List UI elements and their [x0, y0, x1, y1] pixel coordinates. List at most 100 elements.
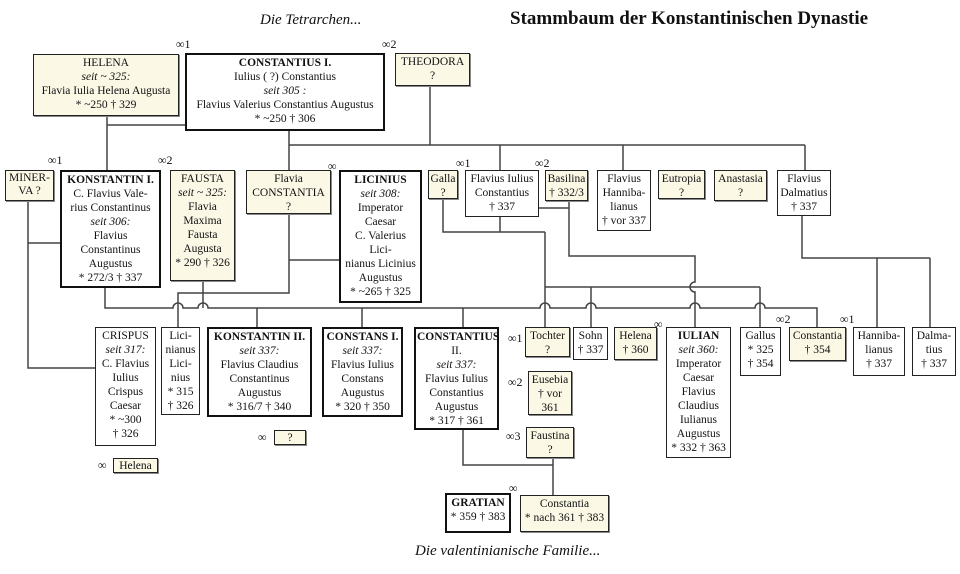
person-gallus: Gallus* 325† 354 [740, 327, 781, 376]
person-name: THEODORA [400, 56, 465, 68]
person-name: GRATIAN [451, 497, 505, 509]
line-helena-constantius [106, 116, 185, 170]
person-name: Lici- [169, 330, 192, 342]
person-detail: Iulius [112, 372, 139, 384]
person-detail: Flavius [681, 386, 716, 398]
person-name: Gallus [745, 330, 776, 342]
person-detail: * ~300 [109, 414, 142, 426]
person-name: Hanniba- [857, 330, 901, 342]
marriage-mark: ∞ [98, 458, 107, 472]
person-detail: seit ~ 325: [177, 187, 228, 199]
person-detail: * 316/7 † 340 [227, 401, 292, 413]
person-detail: † 326 [167, 400, 194, 412]
person-detail: Imperator [675, 358, 722, 370]
person-detail: nius [170, 372, 191, 384]
person-name: Flavius [607, 173, 641, 185]
person-helena-daughter: Helena † 360 [614, 327, 657, 360]
person-detail: seit 305 : [263, 85, 307, 97]
person-detail: † vor [538, 388, 562, 400]
person-detail: * ~250 † 329 [75, 99, 137, 111]
person-detail: Dalmatius [780, 187, 828, 199]
marriage-mark: ∞1 [840, 312, 855, 326]
person-name: ? [287, 432, 293, 444]
line-konstantin-children [104, 288, 818, 327]
person-detail: C. Valerius [355, 230, 406, 242]
person-detail: Flavius Claudius [220, 359, 299, 371]
person-detail: † vor 337 [601, 215, 647, 227]
person-detail: seit 317: [105, 344, 146, 356]
top-caption: Die Tetrarchen... [260, 12, 362, 28]
person-name: LICINIUS [354, 174, 407, 186]
person-helena-spouse: Helena [113, 458, 158, 473]
person-unknown-spouse: ? [274, 430, 306, 445]
person-detail: Caesar [109, 400, 142, 412]
person-detail: rius Constantinus [70, 202, 151, 214]
person-detail: Fausta [187, 229, 218, 241]
person-detail: * 272/3 † 337 [78, 272, 143, 284]
person-detail: Claudius [678, 400, 719, 412]
person-name: Helena [619, 330, 652, 342]
person-detail: † 337 [791, 201, 817, 213]
person-anastasia: Anastasia? [714, 170, 767, 201]
person-detail: Flavius Valerius Constantius Augustus [196, 99, 374, 111]
person-detail: Maxima [183, 215, 222, 227]
person-detail: nianus [165, 344, 196, 356]
person-name: Constantia [539, 498, 590, 510]
person-detail: Augustus [358, 272, 403, 284]
marriage-mark: ∞2 [776, 312, 791, 326]
person-detail: † 326 [112, 428, 139, 440]
person-detail: † 337 [577, 344, 604, 356]
person-detail: ? [547, 444, 553, 456]
person-detail: tius [925, 344, 943, 356]
person-detail: Caesar [682, 372, 715, 384]
person-detail: * 359 † 383 [450, 511, 506, 523]
marriage-mark: ∞ [654, 317, 663, 331]
person-detail: Flavius Iulius [331, 359, 394, 371]
bottom-caption: Die valentinianische Familie... [415, 543, 601, 559]
person-basilina: Basilina† 332/3 [545, 170, 588, 201]
diagram-title: Stammbaum der Konstantinischen Dynastie [510, 8, 869, 29]
marriage-mark: ∞ [328, 159, 337, 173]
person-name: HELENA [83, 57, 129, 69]
marriage-mark: ∞1 [456, 156, 471, 170]
person-detail: Hanniba- [602, 187, 646, 199]
line-constantius-children [288, 86, 806, 170]
person-detail: 361 [541, 402, 559, 414]
person-name: Helena [119, 460, 152, 472]
person-detail: † 360 [622, 344, 649, 356]
marriage-mark: ∞3 [506, 429, 521, 443]
person-detail: seit 308: [360, 188, 401, 200]
person-name: Anastasia [718, 173, 763, 185]
person-detail: C. Flavius Vale- [73, 188, 148, 200]
person-galla: Galla? [428, 170, 458, 199]
person-detail: * ~250 † 306 [254, 113, 316, 125]
person-detail: CONSTANTIA [252, 187, 325, 199]
person-detail: Augustus [676, 428, 721, 440]
person-detail: seit 337: [342, 345, 383, 357]
person-detail: * 290 † 326 [175, 257, 230, 269]
person-hannibalianus: Hanniba-lianus† 337 [853, 327, 905, 376]
person-detail: Lici- [369, 244, 392, 256]
person-detail: seit 337: [239, 345, 280, 357]
person-name: Sohn [578, 330, 603, 342]
person-detail: † 337 [489, 201, 515, 213]
person-detail: ? [429, 70, 436, 82]
person-sohn: Sohn † 337 [573, 327, 608, 360]
person-detail: Imperator [357, 202, 404, 214]
person-detail: Constantius [429, 387, 484, 399]
person-name: KONSTANTIN II. [213, 331, 306, 343]
person-detail: Flavia Iulia Helena Augusta [41, 85, 171, 97]
person-detail: nianus Licinius [345, 258, 416, 270]
person-name: Tochter [530, 330, 565, 342]
